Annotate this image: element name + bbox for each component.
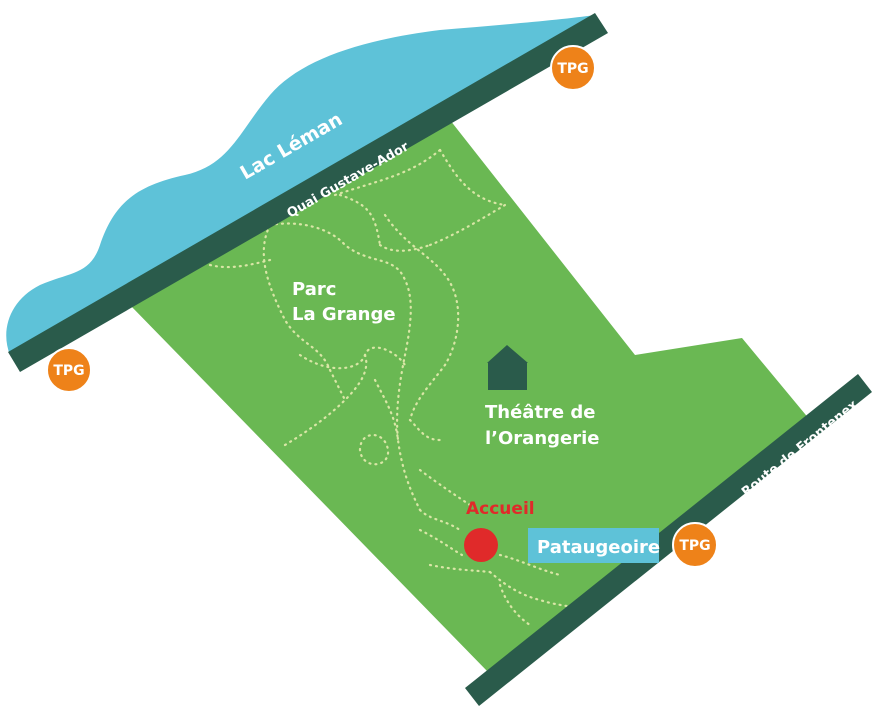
park-label-line1: Parc [292,279,336,300]
pataugeoire-label[interactable]: Pataugeoire [537,537,660,558]
tpg-label: TPG [53,363,84,379]
accueil-label: Accueil [466,499,535,519]
tpg-stop-right[interactable]: TPG [672,522,718,568]
park-label-line2: La Grange [292,304,396,325]
park-paths [208,148,577,627]
tpg-stop-left[interactable]: TPG [46,347,92,393]
pataugeoire-badge [528,528,659,563]
tpg-stop-top[interactable]: TPG [550,45,596,91]
accueil-marker[interactable] [464,528,498,562]
road-quai-gustave-ador [8,13,608,372]
theatre-label-line2: l’Orangerie [485,428,600,449]
tpg-label: TPG [679,538,710,554]
theatre-icon [487,345,528,390]
road-route-de-frontenex [465,374,872,706]
tpg-label: TPG [557,61,588,77]
theatre-label-line1: Théâtre de [485,402,596,423]
